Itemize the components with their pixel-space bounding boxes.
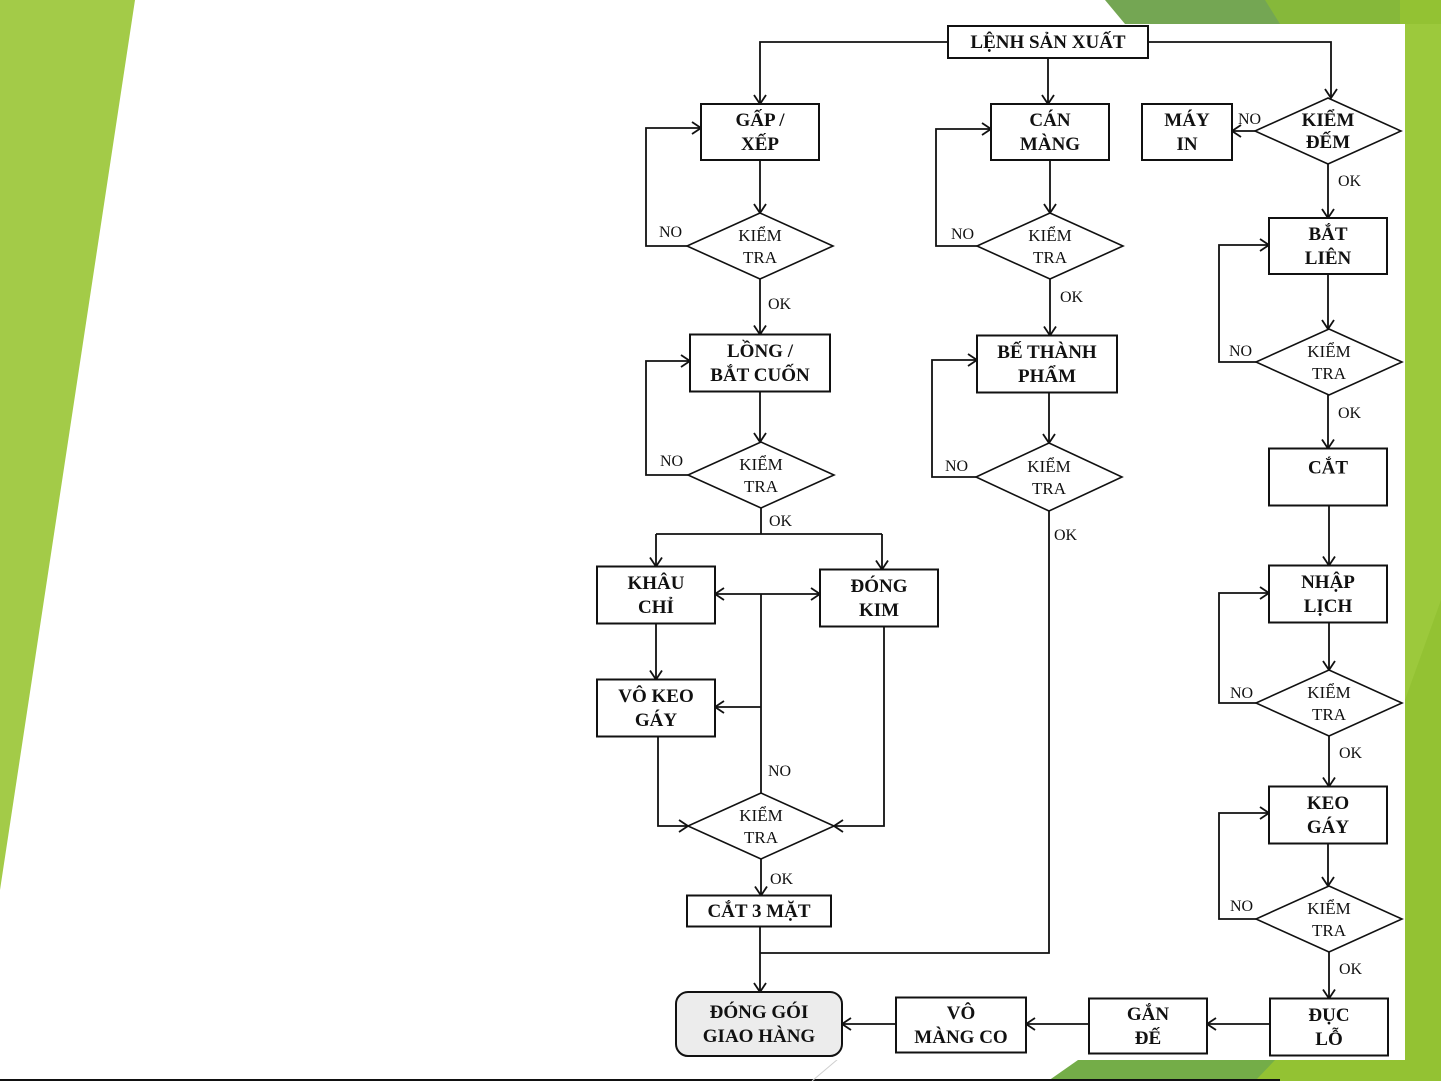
node-label: TRA [1312,364,1347,383]
node-cat3: CẮT 3 MẶT [687,896,831,927]
node-label: CÁN [1029,109,1070,131]
node-label: BẮT CUỐN [710,364,810,386]
edge-label-no: NO [951,226,974,243]
edge-label-ok: OK [1339,961,1363,978]
node-label: KIỂM [1307,342,1350,361]
node-khau: KHÂU CHỈ [597,567,715,624]
node-label: MÀNG [1020,133,1080,155]
node-label: XẾP [741,133,779,155]
node-label: TRA [743,248,778,267]
node-label: PHẨM [1018,365,1076,387]
node-label: ĐÓNG GÓI [710,1001,809,1023]
node-label: KIỂM [1028,226,1071,245]
node-long: LỒNG /BẮT CUỐN [690,335,830,392]
node-label: IN [1176,134,1197,155]
node-label: CẮT [1308,457,1348,479]
node-label: GÁY [1307,816,1350,838]
node-mayin: MÁY IN [1142,104,1232,160]
node-label: MÀNG CO [914,1026,1007,1048]
node-label: KIỂM [1302,109,1355,131]
node-label: KIỂM [739,455,782,474]
edge-label-ok: OK [1338,173,1362,190]
node-can: CÁNMÀNG [991,104,1109,160]
node-label: KIỂM [1307,899,1350,918]
node-label: ĐẾM [1306,131,1350,153]
node-label: ĐÓNG [851,575,908,597]
node-gap: GẤP /XẾP [701,104,819,160]
node-label: GIAO HÀNG [703,1025,816,1047]
node-label: KIỂM [1027,457,1070,476]
edge-label-ok: OK [1054,527,1078,544]
node-label: LỊCH [1304,596,1353,617]
node-label: CẮT 3 MẶT [707,900,810,922]
node-vokeo: VÔ KEOGÁY [597,680,715,737]
node-label: TRA [1033,248,1068,267]
edge-label-ok: OK [1339,745,1363,762]
node-label: VÔ KEO [618,685,693,707]
node-be: BẾ THÀNHPHẨM [977,336,1117,393]
edge-label-no: NO [768,763,791,780]
node-label: KIM [859,600,899,621]
node-label: KIỂM [1307,683,1350,702]
node-label: KIỂM [739,806,782,825]
node-label: LỖ [1315,1028,1342,1050]
node-label: LỒNG / [727,340,794,362]
node-label: KHÂU [628,572,685,594]
node-label: TRA [1312,705,1347,724]
node-lenh: LỆNH SẢN XUẤT [948,26,1148,58]
node-label: LIÊN [1305,247,1352,269]
node-label: TRA [1312,921,1347,940]
node-label: CHỈ [638,597,674,618]
node-label: GÁY [635,709,678,731]
node-label: TRA [1032,479,1067,498]
edge-label-no: NO [1229,343,1252,360]
edge-label-ok: OK [769,513,793,530]
node-label: TRA [744,828,779,847]
edge-label-no: NO [1230,685,1253,702]
node-nhaplich: NHẬP LỊCH [1269,566,1387,623]
edge-label-no: NO [659,224,682,241]
node-donggoi: ĐÓNG GÓIGIAO HÀNG [676,992,842,1056]
node-label: ĐẾ [1135,1027,1161,1049]
edge-label-no: NO [660,453,683,470]
node-cat: CẮT [1269,449,1387,506]
edge-label-no: NO [1238,111,1261,128]
node-label: KEO [1307,793,1349,814]
node-label: VÔ [947,1002,976,1024]
edge-label-ok: OK [768,296,792,313]
node-label: LỆNH SẢN XUẤT [970,31,1126,53]
node-keogay: KEOGÁY [1269,787,1387,844]
node-label: TRA [744,477,779,496]
node-label: ĐỤC [1308,1005,1349,1026]
node-ganee: GẮNĐẾ [1089,999,1207,1054]
edge-label-ok: OK [1338,405,1362,422]
edge-label-no: NO [945,458,968,475]
edge-label-no: NO [1230,898,1253,915]
node-duclo: ĐỤCLỖ [1270,999,1388,1056]
node-dongkim: ĐÓNG KIM [820,570,938,627]
node-vomang: VÔMÀNG CO [896,998,1026,1053]
node-label: MÁY [1164,109,1210,131]
node-batlien: BẮTLIÊN [1269,218,1387,274]
node-label: GẤP / [735,109,785,131]
edge-label-ok: OK [1060,289,1084,306]
node-label: GẮN [1127,1003,1170,1025]
node-label: NHẬP [1301,571,1355,593]
edge-label-ok: OK [770,871,794,888]
node-label: KIỂM [738,226,781,245]
node-label: BẮT [1308,223,1347,245]
node-label: BẾ THÀNH [997,341,1097,363]
